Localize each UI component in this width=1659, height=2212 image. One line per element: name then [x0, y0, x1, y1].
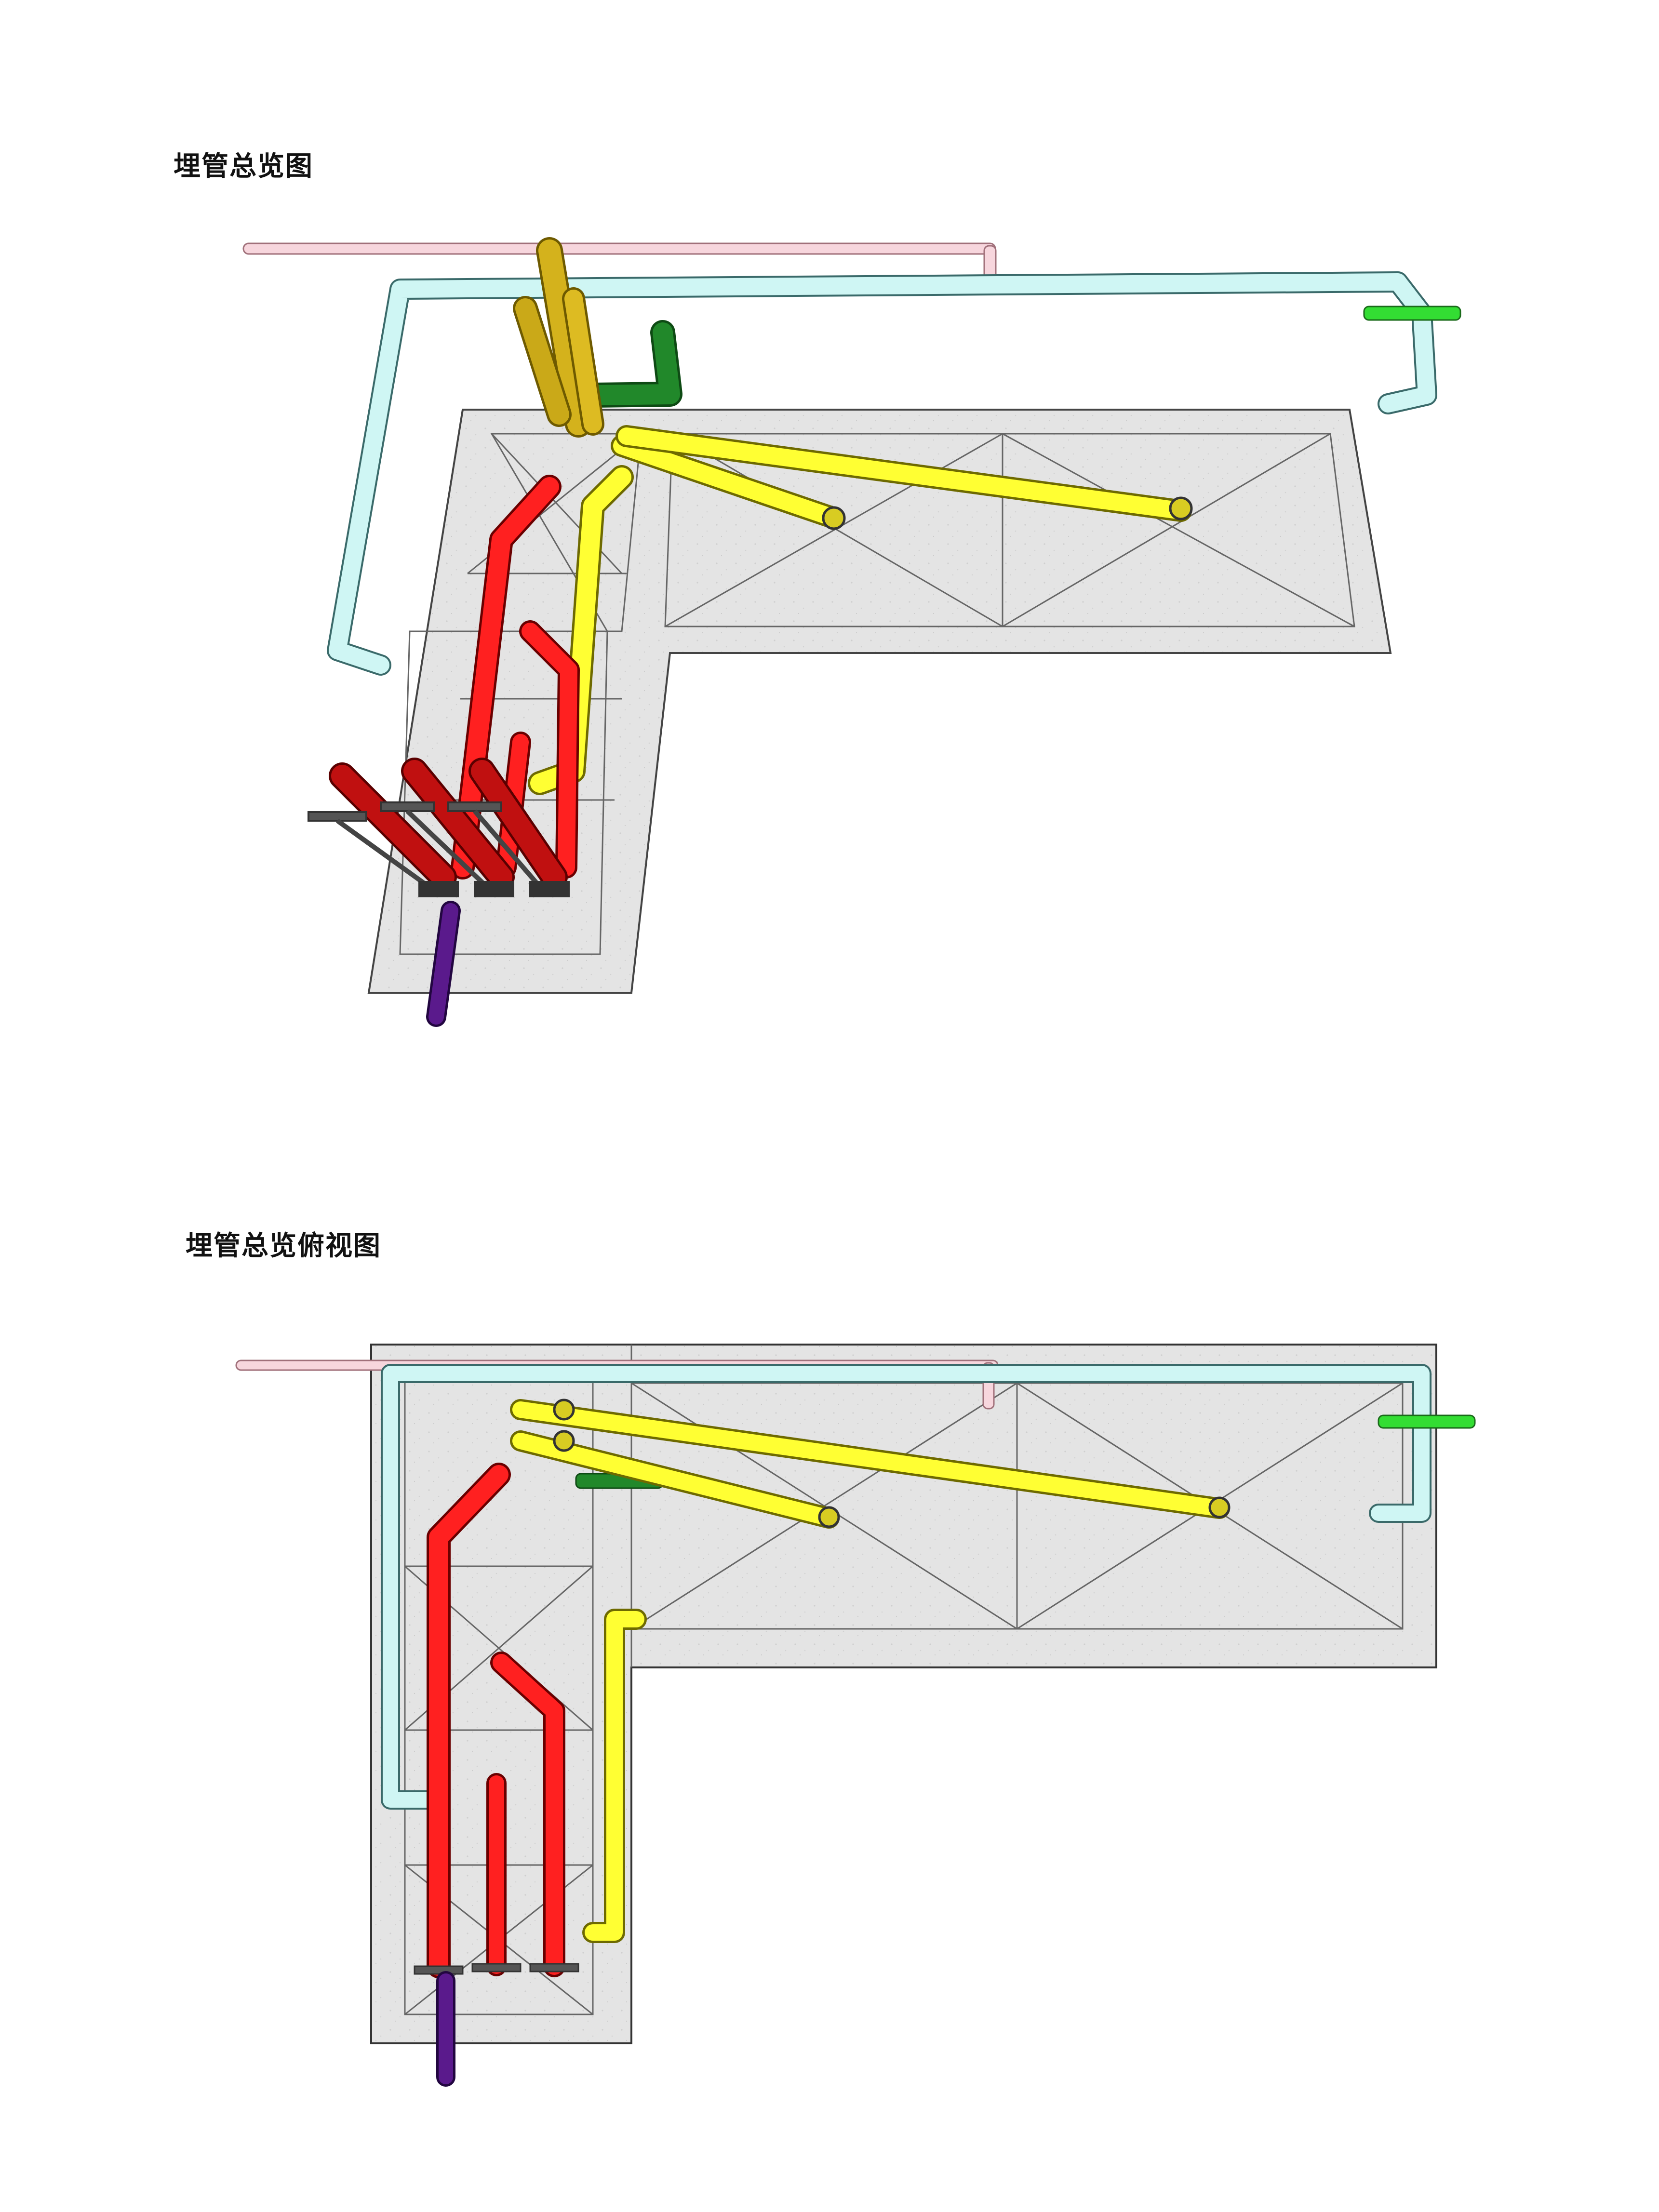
green-pipe — [575, 1473, 664, 1489]
valve-handle-icon — [414, 1963, 579, 1975]
floor-drain-icon — [553, 1430, 575, 1452]
red-hot-water-pipe — [427, 1463, 565, 1978]
slab-panels — [404, 1345, 1404, 2015]
floor-slab — [370, 1344, 1437, 2044]
valve-handle-icon — [308, 801, 570, 897]
light-green-pipe — [1363, 306, 1461, 321]
floor-drain-icon — [1208, 1496, 1231, 1519]
floor-drain-icon — [553, 1399, 575, 1421]
figure-title-overview: 埋管总览图 — [174, 151, 313, 182]
yellow-pipe — [510, 1399, 1230, 1943]
purple-pipe — [426, 901, 461, 1027]
figure-title-top-view: 埋管总览俯视图 — [186, 1230, 381, 1262]
cyan-pipe — [381, 1364, 1432, 1810]
floor-drain-icon — [818, 1506, 840, 1528]
red-hot-water-pipe — [329, 475, 580, 891]
floor-slab — [367, 409, 1392, 994]
pink-pipe — [242, 242, 997, 283]
floor-drain-icon — [1169, 496, 1193, 520]
floor-drain-icon — [822, 506, 846, 530]
green-pipe — [580, 320, 682, 408]
pink-pipe — [235, 1359, 999, 1410]
yellow-risers — [513, 237, 604, 438]
cyan-pipe — [327, 271, 1437, 676]
light-green-pipe — [1378, 1414, 1476, 1429]
pipe-overview-diagram — [242, 237, 1461, 1027]
